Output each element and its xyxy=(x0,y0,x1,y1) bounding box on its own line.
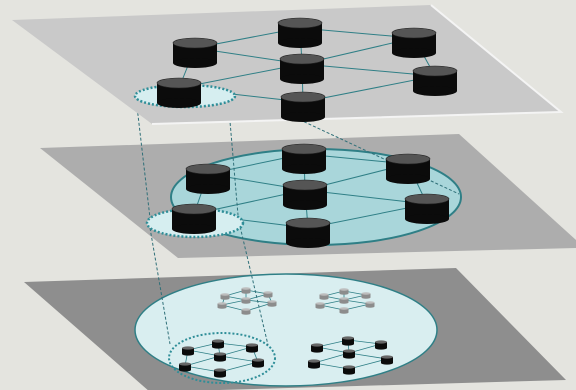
connector-middle-to-bottom xyxy=(149,221,269,346)
bottom-layer xyxy=(24,268,566,390)
bottom-highlight-ellipse xyxy=(168,332,276,384)
top-layer xyxy=(12,4,564,125)
bottom-region xyxy=(134,273,438,387)
middle-layer xyxy=(40,89,576,346)
